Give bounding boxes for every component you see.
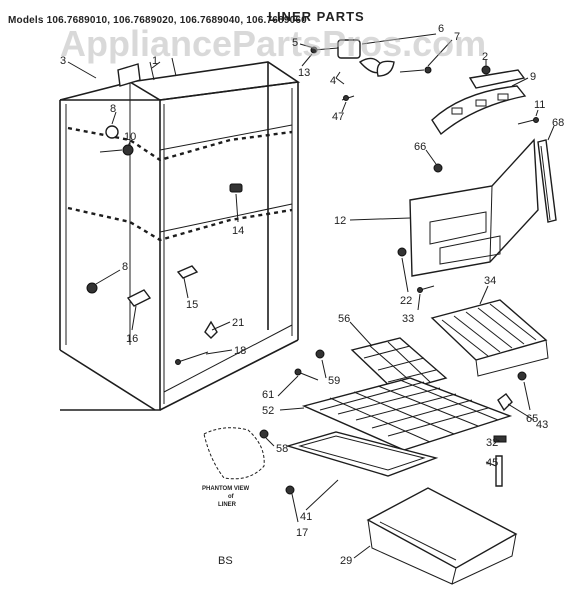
callout-47: 47 [332,111,344,123]
callout-7: 7 [454,31,460,43]
phantom-liner-view [203,427,269,480]
callout-8-lower: 8 [122,261,128,273]
callout-45: 45 [486,457,498,469]
callout-15: 15 [186,299,198,311]
callout-5: 5 [292,37,298,49]
lower-shelf-tray [285,431,439,477]
control-housing [431,65,539,136]
callout-9: 9 [530,71,536,83]
freezer-grid-shelf [294,349,527,451]
callout-32: 32 [486,437,498,449]
callout-43: 43 [536,419,548,431]
refrigerator-liner [59,57,301,411]
callout-17: 17 [296,527,308,539]
callout-8-upper: 8 [110,103,116,115]
callout-13: 13 [298,67,310,79]
phantom-label-line3: LINER [218,502,237,508]
leader-lines [67,33,555,559]
diagram-title: LINER PARTS [268,9,365,24]
callout-59: 59 [328,375,340,387]
callout-labels: 3 1 8 10 14 8 16 15 21 18 5 13 6 7 4 47 … [60,23,564,567]
watermark: AppliancePartsPros.com [60,23,486,64]
callout-6: 6 [438,23,444,35]
callout-56: 56 [338,313,350,325]
phantom-label-line2: of [228,494,235,500]
callout-29: 29 [340,555,352,567]
callout-33: 33 [402,313,414,325]
callout-58: 58 [276,443,288,455]
callout-11: 11 [534,99,545,111]
callout-65: 65 [526,413,538,425]
callout-41: 41 [300,511,312,523]
crisper-drawer [366,487,518,585]
callout-12: 12 [334,215,346,227]
callout-10: 10 [124,131,136,143]
damper-parts [285,435,507,495]
callout-34: 34 [484,275,496,287]
phantom-label-line1: PHANTOM VIEW [202,486,250,492]
callout-18: 18 [234,345,246,357]
callout-4: 4 [330,75,336,87]
fan-motor-assembly [310,39,432,101]
callout-66: 66 [414,141,426,153]
callout-52: 52 [262,405,274,417]
footer-code: BS [218,555,233,567]
callout-3: 3 [60,55,66,67]
wire-shelf [430,299,549,377]
callout-68: 68 [552,117,564,129]
callout-61: 61 [262,389,274,401]
callout-22: 22 [400,295,412,307]
callout-21: 21 [232,317,244,329]
models-header: Models 106.7689010, 106.7689020, 106.768… [8,15,307,26]
callout-14: 14 [232,225,244,237]
callout-16: 16 [126,333,138,345]
callout-2: 2 [482,51,488,63]
side-trim-strip [537,139,557,223]
evaporator-cover [397,138,539,293]
callout-1: 1 [152,55,158,67]
